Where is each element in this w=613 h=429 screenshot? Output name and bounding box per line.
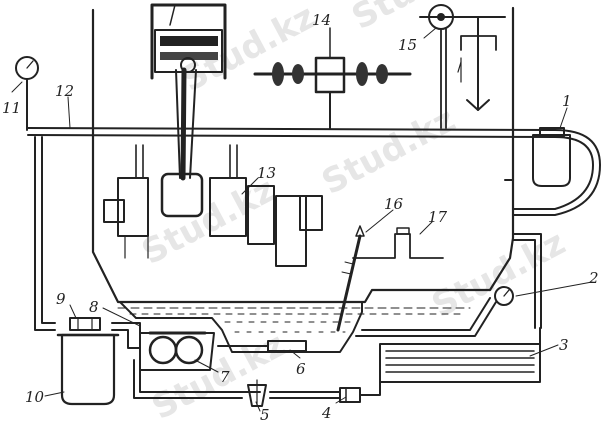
camshaft [253, 27, 412, 129]
oil-filler [352, 227, 444, 259]
label-13: 13 [257, 164, 276, 182]
bypass-valve [69, 317, 101, 331]
oil-cooler [379, 327, 541, 383]
label-14: 14 [312, 11, 331, 29]
watermark: Stud.kz [175, 0, 321, 100]
crankshaft [103, 144, 323, 267]
label-6: 6 [296, 360, 306, 378]
label-10: 10 [25, 388, 45, 406]
label-9: 9 [56, 290, 66, 308]
label-15: 15 [398, 36, 417, 54]
engine-block [91, 6, 515, 304]
label-16: 16 [384, 195, 404, 213]
coarse-filter [56, 333, 120, 406]
fine-filter [532, 127, 571, 187]
rocker-valve-train [419, 4, 506, 129]
oil-pressure-sensor [494, 286, 514, 306]
label-11: 11 [2, 99, 21, 117]
drain-valve [247, 379, 267, 407]
oil-lines [34, 129, 601, 399]
leader-lines [44, 27, 593, 412]
main-oil-gallery [27, 127, 556, 138]
label-2: 2 [588, 269, 599, 287]
dipstick [336, 225, 365, 332]
label-8: 8 [89, 298, 99, 316]
pressure-gauge [11, 56, 39, 131]
watermark: Stud.kz [145, 325, 291, 425]
label-1: 1 [562, 92, 572, 110]
cooler-valve [339, 387, 361, 403]
label-4: 4 [321, 404, 332, 422]
watermark: Stud.kz [315, 100, 461, 203]
label-7: 7 [220, 368, 230, 386]
oil-sump [117, 301, 471, 353]
watermark: Stud.kz [345, 0, 491, 38]
piston-assembly [150, 3, 227, 181]
label-3: 3 [559, 336, 569, 354]
label-17: 17 [428, 208, 448, 226]
label-12: 12 [55, 82, 74, 100]
label-5: 5 [260, 406, 270, 424]
oil-strainer [217, 340, 307, 352]
oil-pump [139, 331, 215, 371]
callout-labels: 1 2 3 4 5 6 7 8 9 10 11 12 13 14 15 16 1… [2, 11, 599, 424]
